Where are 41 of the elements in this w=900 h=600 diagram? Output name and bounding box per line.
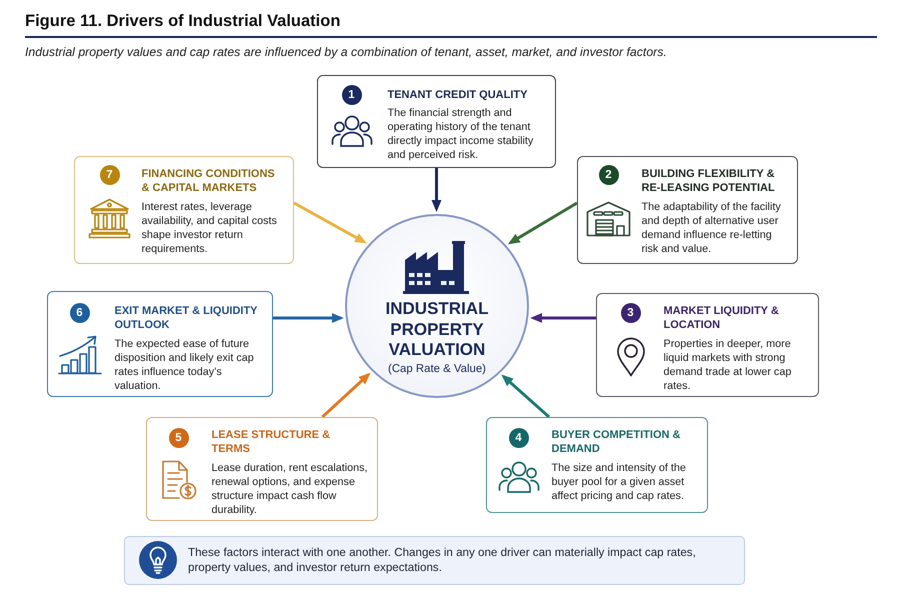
arrow [508,202,578,244]
arrow [293,202,367,244]
arrow [273,313,344,324]
factor-card [596,293,819,397]
factor-card [317,75,556,168]
card-heading: FINANCING CONDITIONS & CAPITAL MARKETS [142,166,276,196]
step-number: 5 [168,428,188,448]
arrow [530,312,596,323]
arrow [321,372,371,418]
hub-heading: INDUSTRIAL PROPERTY VALUATION [384,299,490,360]
step-number: 3 [620,302,640,322]
card-description: Lease duration, rent escalations, renewal options, and expense structure impact cash flow durability. [212,460,369,516]
note-text: These factors interact with one another. Changes in any one driver can materially impact cap rates, property values, and investor return expectations. [188,546,697,575]
card-heading: EXIT MARKET & LIQUIDITY OUTLOOK [114,304,258,332]
card-heading: BUYER COMPETITION & DEMAND [552,428,682,456]
step-number: 4 [508,428,528,448]
card-description: The size and intensity of the buyer pool for a given asset affect pricing and cap rates. [552,460,687,502]
card-heading: MARKET LIQUIDITY & LOCATION [664,304,780,332]
card-description: The adaptability of the facility and depth of alternative user demand influence re-letting risk and value. [642,200,782,256]
arrow [432,168,442,212]
card-heading: BUILDING FLEXIBILITY & RE-LEASING POTENTIAL [642,166,776,196]
figure-subtitle: Industrial property values and cap rates are influenced by a combination of tenant, asset, market, and investor factors. [25,44,667,60]
figure-title: Figure 11. Drivers of Industrial Valuation [25,11,340,31]
card-description: The expected ease of future disposition and likely exit cap rates influence today’s valuation. [114,336,255,392]
card-heading: TENANT CREDIT QUALITY [388,88,528,102]
card-description: Interest rates, leverage availability, and capital costs shape investor return requirements. [142,200,278,256]
factor-card [577,156,798,264]
step-number: 2 [598,164,618,184]
note-panel [124,536,745,585]
step-number: 7 [100,164,120,184]
card-description: The financial strength and operating history of the tenant directly impact income stability and perceived risk. [388,106,534,162]
card-description: Properties in deeper, more liquid markets with strong demand trade at lower cap rates. [664,336,792,392]
arrow [501,374,550,418]
factor-card [47,291,273,397]
step-number: 6 [70,302,90,322]
factor-card [74,156,294,264]
hub-subheading: (Cap Rate & Value) [387,362,487,376]
step-number: 1 [342,84,362,104]
factor-card [486,417,708,513]
factor-card [146,417,378,521]
card-heading: LEASE STRUCTURE & TERMS [212,428,332,456]
